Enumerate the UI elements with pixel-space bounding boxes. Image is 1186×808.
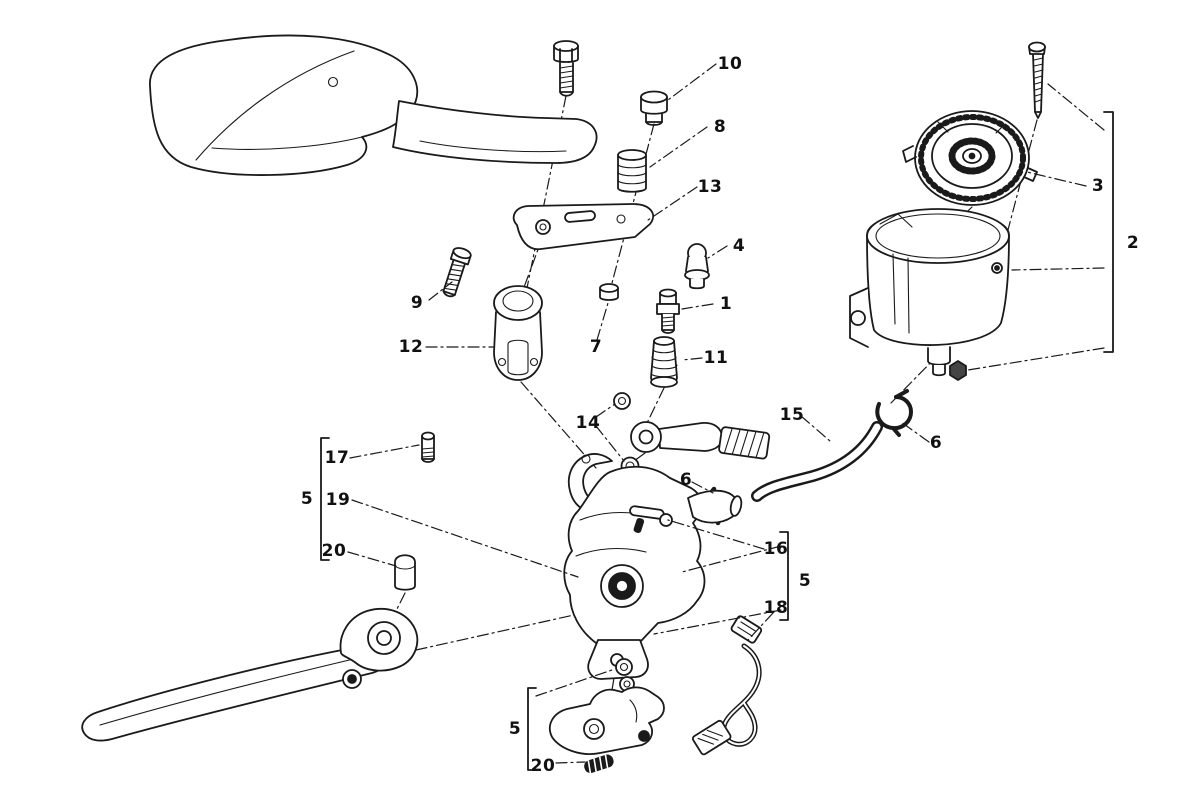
part-1-microswitch — [656, 288, 680, 334]
brake-lever — [81, 607, 419, 742]
part-callout-10: 10 — [717, 54, 743, 74]
part-callout-7: 7 — [589, 337, 603, 357]
part-16-lever-pin — [629, 505, 673, 533]
reservoir-screw — [1028, 41, 1046, 119]
part-callout-13: 13 — [697, 177, 723, 197]
banjo-hose-fitting — [630, 421, 771, 460]
part-callout-4: 4 — [732, 236, 746, 256]
part-17-pin — [421, 431, 435, 463]
part-20-bushing — [394, 554, 416, 591]
part-8-boot — [617, 149, 647, 193]
part-callout-19: 19 — [325, 490, 351, 510]
part-9-bolt — [442, 247, 472, 298]
part-callout-2: 2 — [1126, 233, 1140, 253]
part-callout-18: 18 — [763, 598, 789, 618]
lever-bracket — [548, 686, 665, 755]
part-callout-15: 15 — [779, 405, 805, 425]
part-callout-12: 12 — [398, 337, 424, 357]
part-callout-11: 11 — [703, 348, 729, 368]
reservoir-mount-nut — [949, 360, 967, 381]
part-callout-20-upper: 20 — [321, 541, 347, 561]
part-callout-8: 8 — [713, 117, 727, 137]
part-11-ribbed-boot — [650, 336, 678, 388]
part-callout-17: 17 — [324, 448, 350, 468]
part-callout-6-upper: 6 — [929, 433, 943, 453]
part-callout-3: 3 — [1091, 176, 1105, 196]
lever-clamp-bolt — [553, 40, 579, 97]
part-15-hose — [751, 421, 883, 502]
part-callout-5-bottom-group: 5 — [508, 719, 522, 739]
part-20-spring — [584, 754, 614, 774]
part-4-sensor — [684, 243, 710, 290]
mirror — [149, 34, 598, 176]
part-10-pivot-cap — [640, 90, 668, 126]
group-brackets — [320, 111, 1114, 771]
part-6-clip-upper — [875, 389, 913, 437]
part-callout-5-right-group: 5 — [798, 571, 812, 591]
part-13-bracket-plate — [512, 203, 655, 251]
part-18-switch-cable — [691, 615, 763, 756]
part-callout-1: 1 — [719, 294, 733, 314]
part-callout-6-lower: 6 — [679, 470, 693, 490]
part-callout-16: 16 — [763, 539, 789, 559]
leader-lines — [347, 63, 1105, 764]
part-3-reservoir-cap — [902, 110, 1038, 206]
part-callout-9: 9 — [410, 293, 424, 313]
part-7-nut — [599, 283, 619, 301]
part-callout-5-left-group: 5 — [300, 489, 314, 509]
part-12-clamp — [493, 285, 543, 381]
part-callout-20-lower: 20 — [530, 756, 556, 776]
part-2-reservoir-body — [849, 208, 1010, 377]
master-cylinder-body — [563, 453, 743, 680]
part-callout-14: 14 — [575, 413, 601, 433]
